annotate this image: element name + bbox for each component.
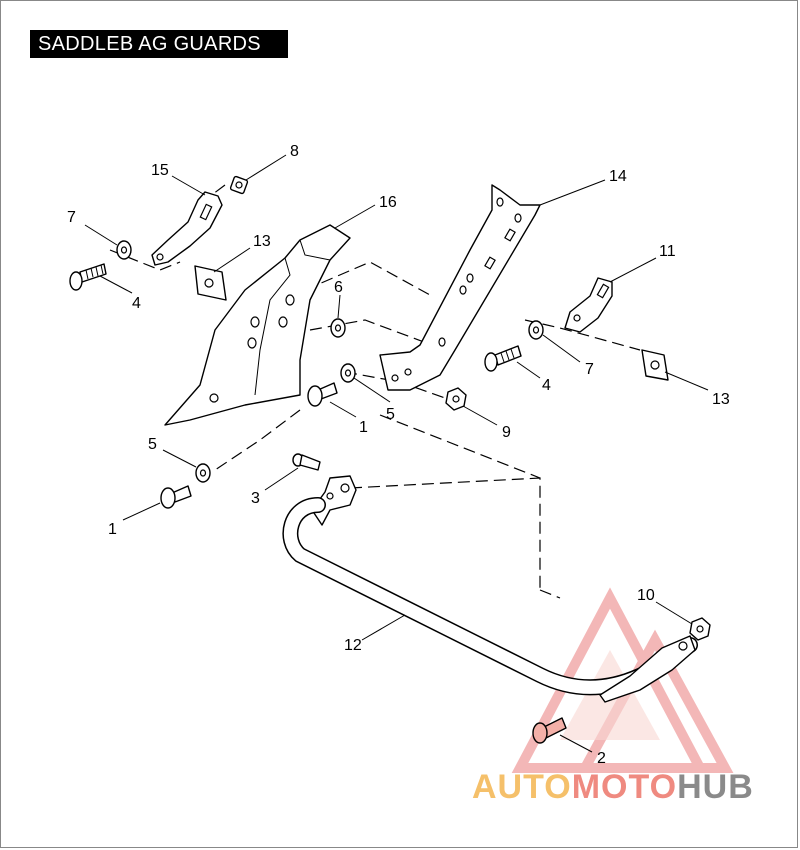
- callout-13: 13: [253, 233, 271, 250]
- washer-5b: [195, 463, 211, 483]
- bolt-4b: [484, 345, 522, 372]
- nut-9: [445, 387, 467, 411]
- bracket-15: [151, 191, 223, 266]
- callout-labels: 8 15 7 13 4 16 6 14 11 7 4 13 1 5 9 5 3 …: [67, 143, 730, 767]
- callout-7b: 7: [585, 361, 594, 378]
- page-title: SADDLEB AG GUARDS: [30, 30, 288, 58]
- bracket-16: [164, 224, 351, 426]
- callout-1: 1: [359, 419, 368, 436]
- washer-7a: [116, 240, 132, 260]
- watermark-brand: AUTOMOTOHUB: [472, 768, 754, 807]
- bolt-1a: [307, 382, 338, 407]
- nut-8: [229, 175, 249, 195]
- callout-4b: 4: [542, 377, 551, 394]
- callout-1b: 1: [108, 521, 117, 538]
- guard-rail-12: [282, 475, 698, 703]
- callout-16: 16: [379, 194, 397, 211]
- bolt-1b: [160, 485, 192, 509]
- callout-5b: 5: [148, 436, 157, 453]
- watermark-auto: AUTO: [472, 768, 572, 806]
- washer-7b: [528, 320, 544, 340]
- callout-9: 9: [502, 424, 511, 441]
- leader-lines: [84, 154, 709, 753]
- washer-5a: [340, 363, 356, 383]
- bolt-3: [292, 453, 321, 471]
- bracket-11: [564, 277, 613, 333]
- watermark-hub: HUB: [677, 768, 754, 806]
- callout-10: 10: [637, 587, 655, 604]
- callout-7: 7: [67, 209, 76, 226]
- washer-6: [330, 318, 346, 338]
- callout-5: 5: [386, 406, 395, 423]
- callout-11: 11: [659, 243, 676, 260]
- nut-10: [689, 617, 711, 641]
- bracket-14: [379, 184, 541, 391]
- callout-3: 3: [251, 490, 260, 507]
- bolt-2: [532, 717, 567, 744]
- watermark-moto: MOTO: [571, 768, 678, 806]
- callout-6: 6: [334, 279, 343, 296]
- callout-2: 2: [597, 750, 606, 767]
- callout-12: 12: [344, 637, 362, 654]
- clip-nut-13b: [641, 349, 669, 381]
- callout-4: 4: [132, 295, 141, 312]
- callout-15: 15: [151, 162, 169, 179]
- clip-nut-13a: [194, 265, 227, 301]
- callout-13b: 13: [712, 391, 730, 408]
- callout-14: 14: [609, 168, 627, 185]
- bolt-4a: [69, 263, 107, 291]
- callout-8: 8: [290, 143, 299, 160]
